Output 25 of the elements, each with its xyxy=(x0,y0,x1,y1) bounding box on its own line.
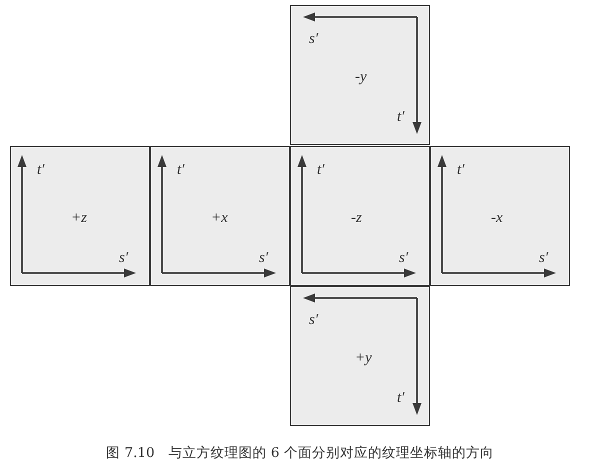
face-label: -z xyxy=(351,211,362,226)
axis-label: s′ xyxy=(399,251,408,266)
axis-label: t′ xyxy=(177,163,184,178)
axis-label: t′ xyxy=(457,163,464,178)
axis-label: t′ xyxy=(317,163,324,178)
cube-face xyxy=(290,146,430,286)
face-label: +z xyxy=(71,211,87,226)
cube-face xyxy=(290,5,430,145)
axis-label: s′ xyxy=(119,251,128,266)
face-label: -y xyxy=(355,70,367,85)
face-label: +y xyxy=(355,351,372,366)
axis-label: t′ xyxy=(397,391,404,406)
cube-face xyxy=(290,286,430,426)
axis-label: s′ xyxy=(309,32,318,47)
axis-label: s′ xyxy=(539,251,548,266)
axis-label: t′ xyxy=(37,163,44,178)
figure-caption: 图 7.10 与立方纹理图的 6 个面分别对应的纹理坐标轴的方向 xyxy=(106,445,494,461)
axis-label: s′ xyxy=(309,313,318,328)
axis-label: t′ xyxy=(397,110,404,125)
cube-face xyxy=(430,146,570,286)
cube-face xyxy=(150,146,290,286)
face-label: -x xyxy=(491,211,503,226)
face-label: +x xyxy=(211,211,228,226)
axis-label: s′ xyxy=(259,251,268,266)
cube-face xyxy=(10,146,150,286)
